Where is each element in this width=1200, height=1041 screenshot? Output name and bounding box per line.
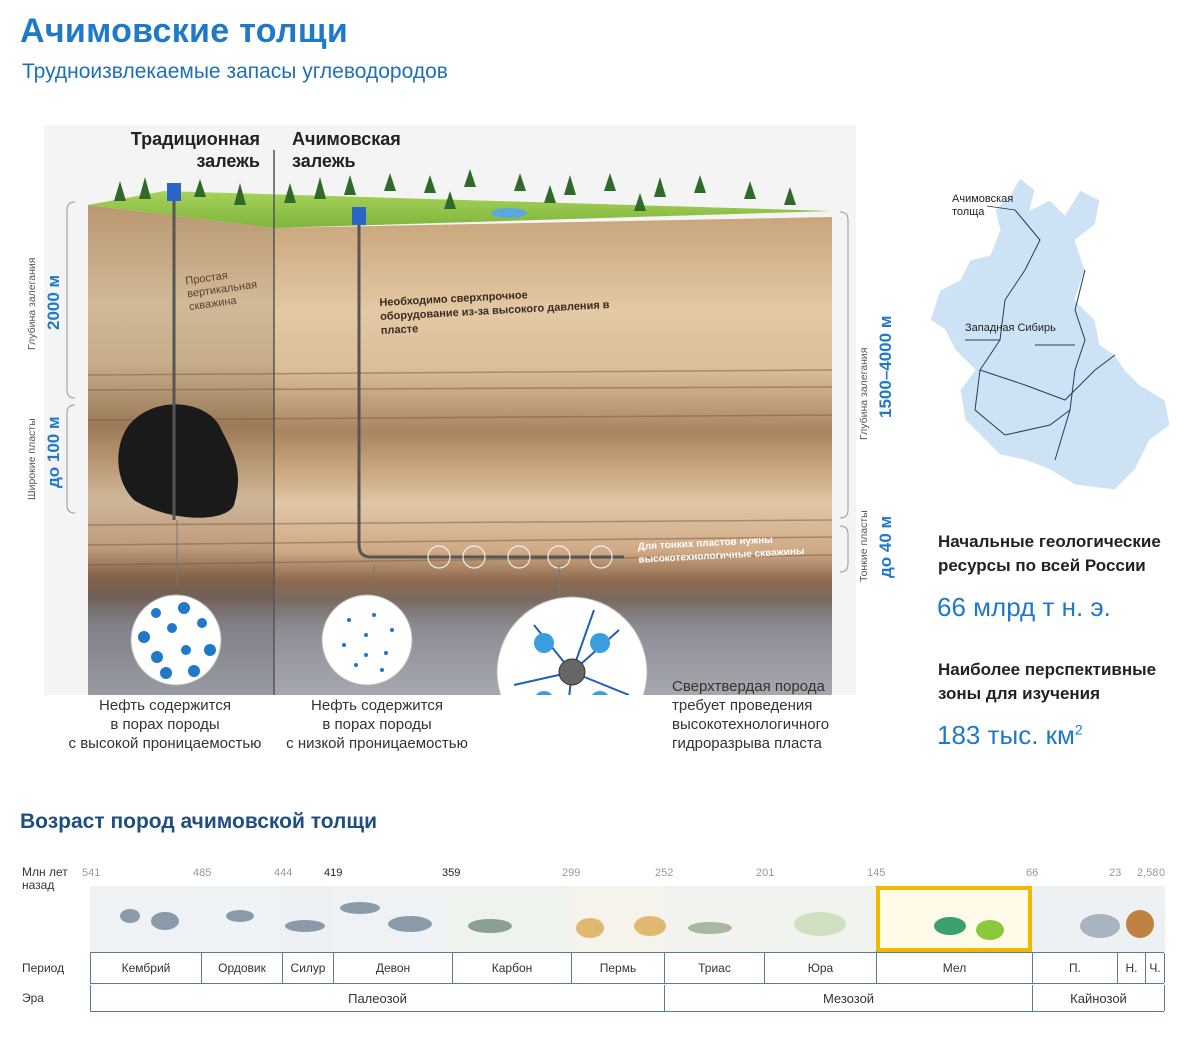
- zones-value-wrap: 183 тыс. км2: [937, 720, 1083, 751]
- tick-label: 359: [442, 867, 461, 879]
- period-neogene: Н.: [1117, 953, 1145, 983]
- tick-label: 444: [274, 867, 293, 879]
- caption-line: Нефть содержится: [311, 697, 443, 714]
- caption-line: гидроразрыва пласта: [672, 735, 822, 752]
- zones-heading-l1: Наиболее перспективные: [938, 660, 1157, 679]
- achimov-heading-l1: Ачимовская: [292, 129, 401, 149]
- period-paleogene: П.: [1032, 953, 1117, 983]
- era-paleozoic: Палеозой: [90, 985, 664, 1011]
- left-layers-small: Широкие пласты: [26, 418, 38, 500]
- resources-value: 66 млрд т н. э.: [937, 592, 1111, 622]
- era-mesozoic: Мезозой: [664, 985, 1032, 1011]
- caption-line: с высокой проницаемостью: [68, 735, 262, 752]
- tick-label: 252: [655, 867, 674, 879]
- tick-label: 541: [82, 867, 101, 879]
- period-devonian: Девон: [333, 953, 452, 983]
- caption-line: Нефть содержится: [99, 697, 231, 714]
- period-ordovician: Ордовик: [201, 953, 282, 983]
- tick-label: 201: [756, 867, 775, 879]
- caption-line: требует проведения: [672, 697, 813, 714]
- west-siberia-map: [929, 177, 1171, 491]
- map-label-achimov: Ачимовская толща: [952, 193, 1014, 218]
- right-depth-big: 1500–4000 м: [876, 315, 895, 418]
- traditional-heading-l2: залежь: [196, 151, 260, 171]
- zones-value: 183 тыс. км: [937, 720, 1075, 750]
- tick-label: 299: [562, 867, 581, 879]
- tick-label: 66: [1026, 867, 1039, 879]
- map-label-west-siberia: Западная Сибирь: [965, 322, 1056, 334]
- myr-label: Млн лет назад: [22, 866, 68, 892]
- right-depth-small: Глубина залегания: [858, 347, 870, 440]
- period-silurian: Силур: [282, 953, 333, 983]
- caption-line: Сверхтвердая порода: [672, 678, 825, 695]
- period-cretaceous: Мел: [876, 953, 1033, 983]
- page-subtitle: Трудноизвлекаемые запасы углеводородов: [22, 60, 448, 83]
- caption-line: в порах породы: [322, 716, 432, 733]
- period-row-label: Период: [22, 961, 65, 975]
- caption-line: с низкой проницаемостью: [286, 735, 468, 752]
- right-layers-big: до 40 м: [876, 515, 895, 578]
- period-cambrian: Кембрий: [90, 953, 201, 983]
- right-layers-small: Тонкие пласты: [858, 510, 870, 582]
- myr-label-l1: Млн лет: [22, 865, 68, 879]
- traditional-heading-l1: Традиционная: [130, 129, 260, 149]
- period-carboniferous: Карбон: [452, 953, 571, 983]
- tick-label: 419: [324, 867, 343, 879]
- period-quaternary: Ч.: [1145, 953, 1165, 983]
- period-row-top: [90, 952, 1164, 953]
- left-layers-big: до 100 м: [44, 416, 63, 488]
- myr-label-l2: назад: [22, 878, 55, 892]
- tick-label: 145: [867, 867, 886, 879]
- caption-hard-rock: Сверхтвердая порода требует проведения в…: [672, 677, 862, 753]
- caption-line: в порах породы: [110, 716, 220, 733]
- tick-label: 485: [193, 867, 212, 879]
- geology-cross-section: [44, 125, 856, 695]
- caption-line: высокотехнологичного: [672, 716, 830, 733]
- caption-low-permeability: Нефть содержится в порах породы с низкой…: [272, 696, 482, 753]
- tick-label: 23: [1109, 867, 1122, 879]
- tick-label: 2,58: [1137, 867, 1159, 879]
- page-title: Ачимовские толщи: [20, 12, 349, 50]
- era-row-label: Эра: [22, 991, 44, 1005]
- left-depth-small: Глубина залегания: [26, 257, 38, 350]
- caption-high-permeability: Нефть содержится в порах породы с высоко…: [60, 696, 270, 753]
- zones-heading-l2: зоны для изучения: [938, 684, 1101, 703]
- tick-label: 0: [1159, 867, 1166, 879]
- period-permian: Пермь: [571, 953, 664, 983]
- age-section-title: Возраст пород ачимовской толщи: [20, 810, 378, 833]
- right-scale-brackets: [839, 211, 849, 573]
- era-row-bottom: [90, 1011, 1164, 1012]
- period-jurassic: Юра: [764, 953, 876, 983]
- period-triassic: Триас: [664, 953, 764, 983]
- zones-sup: 2: [1074, 721, 1083, 738]
- left-depth-big: 2000 м: [44, 274, 63, 330]
- era-cenozoic: Кайнозой: [1032, 985, 1165, 1011]
- period-row-divider: [90, 983, 1164, 984]
- achimov-heading-l2: залежь: [292, 151, 356, 171]
- fossil-illustration-strip: [90, 886, 1165, 952]
- resources-heading-l2: ресурсы по всей России: [938, 556, 1146, 575]
- left-scale-brackets: [66, 201, 76, 514]
- resources-heading-l1: Начальные геологические: [938, 532, 1161, 551]
